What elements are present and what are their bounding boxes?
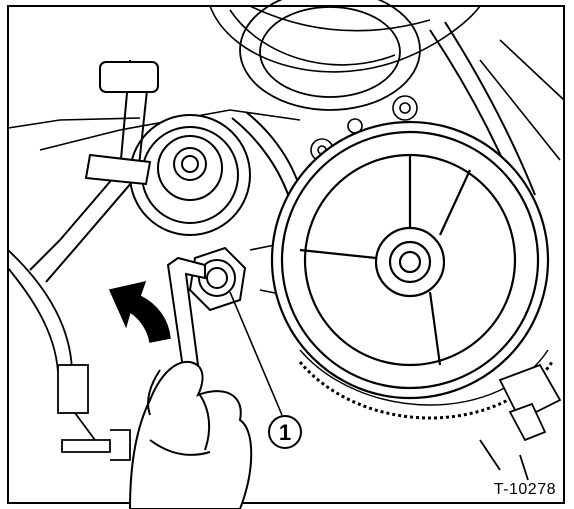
- coolant-hose: [29, 59, 159, 283]
- callout-leader-line: [229, 291, 283, 416]
- tensioner-pulley: [129, 114, 251, 236]
- figure-border: [7, 5, 565, 504]
- hex-bolt: [188, 246, 247, 312]
- callout-marker-1: 1: [268, 415, 302, 449]
- callout-label: 1: [279, 420, 291, 445]
- sensor-cable: [7, 249, 131, 461]
- figure-reference-code: T-10278: [493, 481, 556, 498]
- upper-pulley: [239, 0, 421, 111]
- rotation-arrow: [108, 280, 171, 343]
- mechanic-hand: [128, 360, 253, 509]
- crankshaft-pulley: [270, 120, 550, 400]
- right-fitting: [479, 363, 562, 481]
